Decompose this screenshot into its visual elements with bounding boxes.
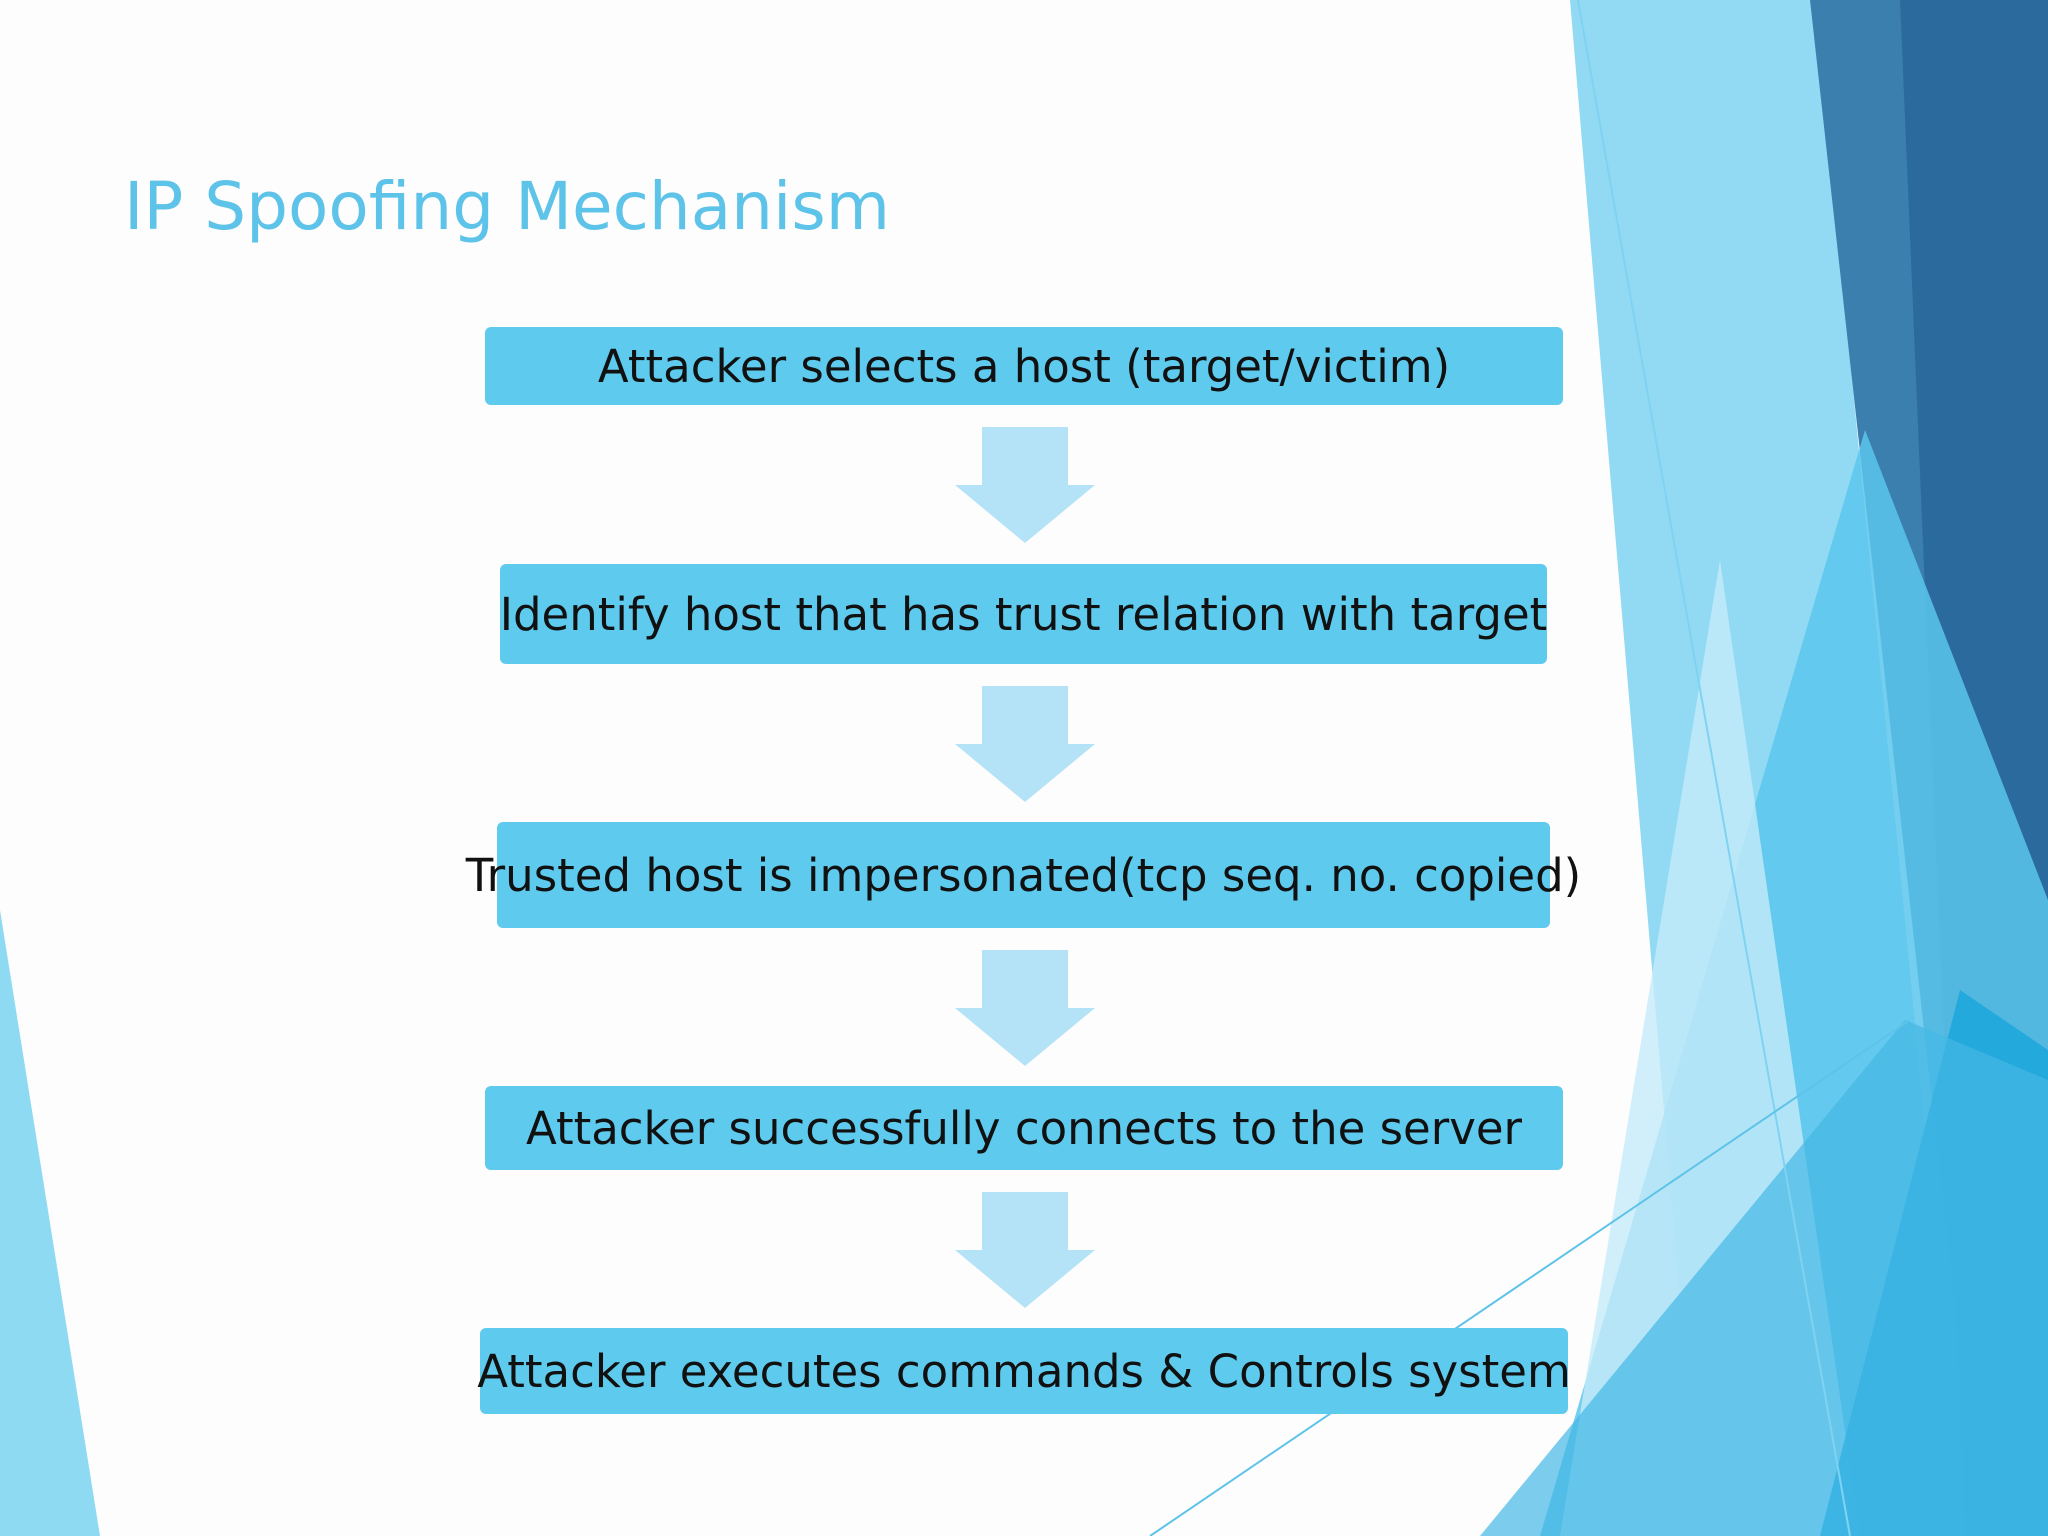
deco-panel-bottom-right xyxy=(1480,1020,2048,1536)
deco-panel-left xyxy=(0,910,100,1536)
flow-step-impersonate-host: Trusted host is impersonated(tcp seq. no… xyxy=(466,822,1581,928)
flow-step-select-host: Attacker selects a host (target/victim) xyxy=(485,327,1563,405)
flow-step-execute-commands: Attacker executes commands & Controls sy… xyxy=(477,1328,1571,1414)
down-arrow-icon xyxy=(955,686,1095,802)
deco-line-diagonal xyxy=(1577,0,1851,1536)
down-arrow-icon xyxy=(955,1192,1095,1308)
deco-line-cross xyxy=(1149,1019,1911,1536)
down-arrow-icon xyxy=(955,427,1095,543)
flow-step-connect-server: Attacker successfully connects to the se… xyxy=(485,1086,1563,1170)
flow-step-identify-trusted-host: Identify host that has trust relation wi… xyxy=(500,564,1547,664)
slide-title: IP Spoofing Mechanism xyxy=(124,168,891,245)
down-arrow-icon xyxy=(955,950,1095,1066)
